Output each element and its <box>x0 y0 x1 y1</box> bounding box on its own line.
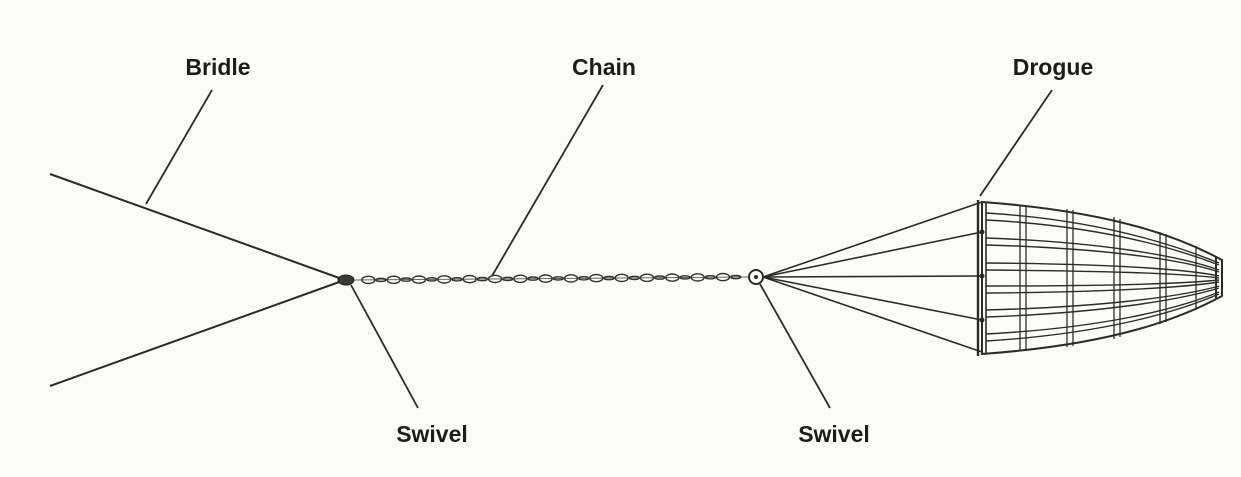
attachment-point <box>979 273 985 279</box>
drogue-stripe <box>985 237 1220 271</box>
chain-link <box>690 273 705 282</box>
chain-core <box>353 276 749 281</box>
chain-link <box>502 276 514 282</box>
drogue-outline <box>981 200 1223 356</box>
shroud-line <box>762 275 983 278</box>
drogue-stripe <box>985 281 1220 294</box>
chain-link <box>513 274 528 284</box>
chain-leader-line <box>491 84 604 277</box>
chain-link <box>411 275 427 284</box>
leader-lines <box>145 84 1053 409</box>
chain-link <box>386 275 401 285</box>
drogue-stripe <box>985 262 1220 277</box>
chain-link <box>375 277 387 283</box>
chain-link <box>730 274 742 280</box>
chain-link <box>715 272 731 282</box>
chain-link <box>614 273 629 283</box>
swivel-left-leader-line <box>350 284 419 409</box>
drogue-stripe <box>985 279 1220 287</box>
chain-link <box>451 276 463 282</box>
bridle-leader-line <box>145 89 213 205</box>
chain-link <box>462 274 477 284</box>
swivel-left-body <box>337 274 355 286</box>
chain-link <box>589 273 604 283</box>
bridle-lower-line <box>49 280 343 387</box>
drogue-leader-line <box>979 89 1053 197</box>
chain-link <box>400 277 412 282</box>
chain-link <box>628 275 640 281</box>
drogue-stripe <box>985 244 1220 273</box>
attachment-point <box>979 229 985 235</box>
chain-link <box>437 275 452 284</box>
drogue-stripe <box>985 269 1220 279</box>
shroud-line <box>762 231 983 278</box>
chain-links <box>361 272 742 285</box>
bridle <box>49 173 343 387</box>
bridle-upper-line <box>49 173 343 280</box>
drogue-label: Drogue <box>1013 54 1094 80</box>
chain-link <box>654 275 666 280</box>
chain-link <box>487 274 503 284</box>
chain <box>353 272 749 285</box>
chain-link <box>578 275 590 281</box>
drogue-stripe <box>985 293 1220 342</box>
drogue-stripe <box>985 212 1220 264</box>
chain-link <box>603 275 615 281</box>
chain-link <box>538 274 553 283</box>
chain-label: Chain <box>572 54 636 80</box>
drogue-attachment-points <box>979 229 985 323</box>
bridle-label: Bridle <box>185 54 250 80</box>
shroud-line <box>762 276 983 353</box>
drogue-horizontal-stripes <box>985 212 1220 342</box>
chain-link <box>476 276 488 282</box>
chain-link <box>361 275 376 285</box>
drogue-stripe <box>985 285 1220 311</box>
chain-link <box>426 277 438 282</box>
chain-link <box>704 274 716 280</box>
chain-link <box>527 276 539 281</box>
chain-link <box>679 275 691 280</box>
swivel-right-leader-line <box>759 283 831 409</box>
chain-link <box>665 273 680 282</box>
drogue-shroud-lines <box>762 201 983 353</box>
swivel-left-label: Swivel <box>396 421 468 447</box>
attachment-point <box>979 317 985 323</box>
chain-link <box>639 273 655 283</box>
drogue-stripe <box>985 287 1220 318</box>
shroud-line <box>762 276 983 321</box>
swivel-right <box>748 269 764 285</box>
shroud-line <box>762 201 983 278</box>
drogue-vertical-ribs <box>1019 205 1197 351</box>
chain-link <box>563 274 579 283</box>
swivel-right-pin <box>754 275 758 279</box>
drogue-stripe <box>985 291 1220 335</box>
chain-link <box>552 276 564 281</box>
drogue-cone <box>976 200 1223 356</box>
swivel-left <box>337 274 355 286</box>
swivel-right-label: Swivel <box>798 421 870 447</box>
drogue-stripe <box>985 219 1220 266</box>
